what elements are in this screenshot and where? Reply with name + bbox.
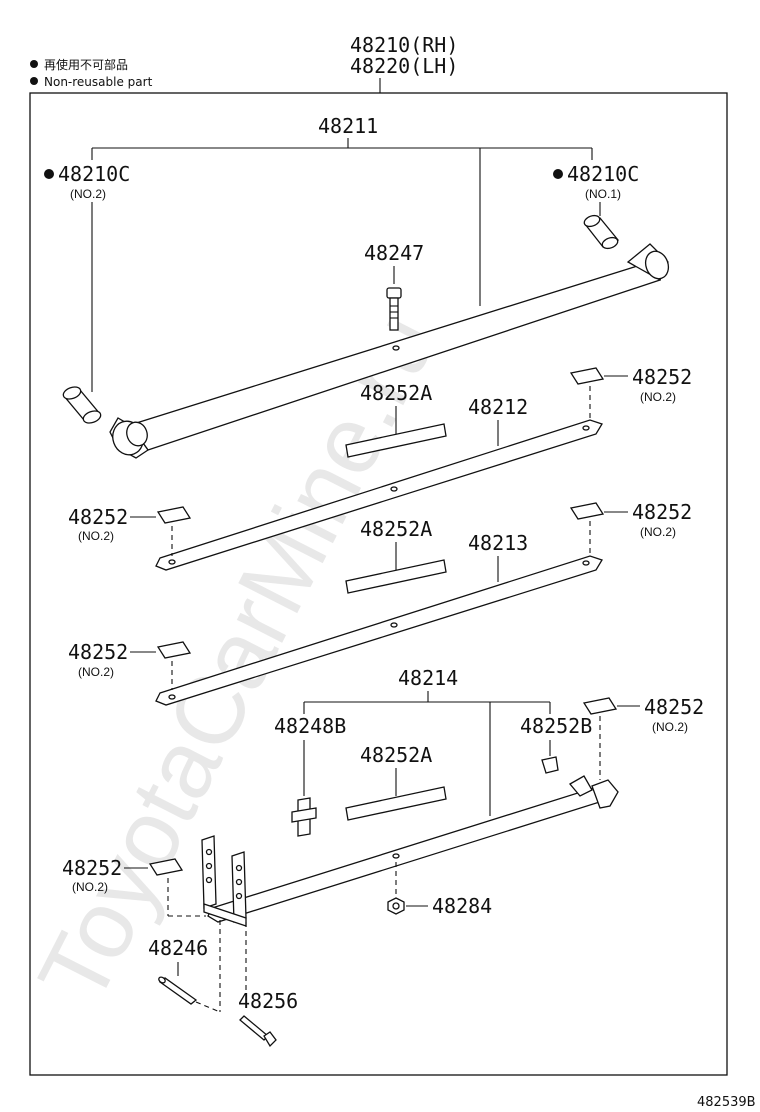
- label-48246[interactable]: 48246: [148, 936, 208, 960]
- pad-48252-6[interactable]: [148, 858, 184, 876]
- diagram-frame: [29, 92, 728, 1076]
- label-48252b[interactable]: 48252B: [520, 714, 592, 738]
- clip-48248b[interactable]: [291, 797, 317, 837]
- bolt-48256[interactable]: [239, 1015, 277, 1048]
- label-48252-pad5-sub: (NO.2): [652, 720, 688, 734]
- label-48248b[interactable]: 48248B: [274, 714, 346, 738]
- label-48252-pad5[interactable]: 48252: [644, 695, 704, 719]
- pad-48252-5[interactable]: [582, 697, 618, 715]
- label-48210c-no1-sub: (NO.1): [585, 187, 621, 201]
- non-reusable-bullet-icon: [44, 169, 54, 179]
- label-48252-pad4[interactable]: 48252: [68, 640, 128, 664]
- center-bolt[interactable]: [386, 287, 402, 331]
- label-48214[interactable]: 48214: [398, 666, 458, 690]
- label-48252-pad1[interactable]: 48252: [632, 365, 692, 389]
- bushing-no2[interactable]: [62, 385, 103, 425]
- pad-48252b[interactable]: [541, 756, 559, 774]
- label-48256[interactable]: 48256: [238, 989, 298, 1013]
- drawing-code: 482539B: [697, 1095, 756, 1110]
- label-48252-pad6-sub: (NO.2): [72, 880, 108, 894]
- label-48252-pad1-sub: (NO.2): [640, 390, 676, 404]
- label-48252a-3[interactable]: 48252A: [360, 743, 432, 767]
- label-48252-pad4-sub: (NO.2): [78, 665, 114, 679]
- non-reusable-bullet-icon: [30, 77, 38, 85]
- label-48252a-1[interactable]: 48252A: [360, 381, 432, 405]
- label-48252-pad6[interactable]: 48252: [62, 856, 122, 880]
- label-48247[interactable]: 48247: [364, 241, 424, 265]
- leaf-48214[interactable]: [201, 775, 619, 927]
- label-48211[interactable]: 48211: [318, 114, 378, 138]
- label-48252a-2[interactable]: 48252A: [360, 517, 432, 541]
- label-assy-lh[interactable]: 48220(LH): [350, 54, 458, 78]
- label-48212[interactable]: 48212: [468, 395, 528, 419]
- spacer-48252a-1[interactable]: [345, 423, 447, 458]
- label-48284[interactable]: 48284: [432, 894, 492, 918]
- label-assy-rh[interactable]: 48210(RH): [350, 33, 458, 57]
- pad-48252-2[interactable]: [156, 506, 192, 524]
- label-48252-pad2-sub: (NO.2): [78, 529, 114, 543]
- label-48252-pad3-sub: (NO.2): [640, 525, 676, 539]
- label-48213[interactable]: 48213: [468, 531, 528, 555]
- bushing-no1[interactable]: [583, 214, 620, 251]
- pad-48252-4[interactable]: [156, 641, 192, 659]
- non-reusable-bullet-icon: [553, 169, 563, 179]
- pad-48252-1[interactable]: [569, 367, 605, 385]
- pad-48252-3[interactable]: [569, 502, 605, 520]
- leaf-48213[interactable]: [155, 555, 603, 706]
- label-48210c-no1[interactable]: 48210C: [567, 162, 639, 186]
- pin-48246[interactable]: [158, 976, 198, 1005]
- nut-48284[interactable]: [387, 897, 405, 915]
- label-48210c-no2[interactable]: 48210C: [58, 162, 130, 186]
- leaf-48212[interactable]: [155, 419, 603, 571]
- spacer-48252a-3[interactable]: [345, 786, 447, 821]
- label-48252-pad2[interactable]: 48252: [68, 505, 128, 529]
- spacer-48252a-2[interactable]: [345, 559, 447, 594]
- label-48210c-no2-sub: (NO.2): [70, 187, 106, 201]
- legend-japanese: 再使用不可部品: [44, 57, 128, 72]
- leaf-48211[interactable]: [108, 243, 672, 459]
- legend-english: Non-reusable part: [44, 75, 153, 89]
- non-reusable-bullet-icon: [30, 60, 38, 68]
- label-48252-pad3[interactable]: 48252: [632, 500, 692, 524]
